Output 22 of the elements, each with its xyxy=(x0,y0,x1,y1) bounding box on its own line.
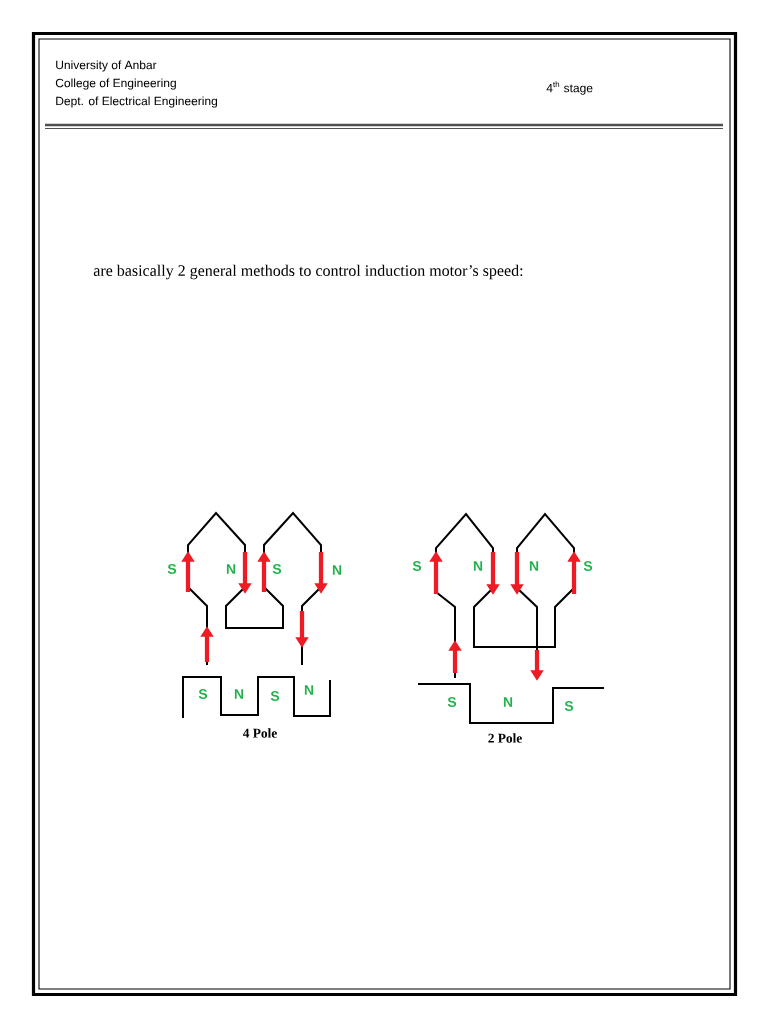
pole-label: S xyxy=(272,564,282,574)
figure-caption: 2 Pole xyxy=(488,733,522,743)
pole-label: S xyxy=(583,561,593,571)
header-text: College of Engineering xyxy=(55,78,176,90)
stage-label: 4$^{th}$ stage xyxy=(546,81,593,95)
pole-label: N xyxy=(529,561,539,571)
pole-label: N xyxy=(304,685,314,695)
pole-label: N xyxy=(332,565,342,575)
pole-label: S xyxy=(564,701,574,711)
header-text: Dept. of Electrical Engineering xyxy=(56,96,217,108)
pole-label: S xyxy=(198,689,208,699)
body-text: are basically 2 general methods to control induction motor’s speed: xyxy=(93,264,523,280)
pole-label: N xyxy=(473,561,483,571)
pole-label: N xyxy=(226,564,236,574)
pole-label: N xyxy=(234,689,244,699)
pole-label: S xyxy=(167,564,177,574)
figure-caption: 4 Pole xyxy=(242,728,277,738)
pole-label: S xyxy=(270,691,280,701)
header-text: University of Anbar xyxy=(56,60,157,72)
pole-label: N xyxy=(503,697,513,707)
pole-label: S xyxy=(412,561,422,571)
pole-label: S xyxy=(447,697,457,707)
